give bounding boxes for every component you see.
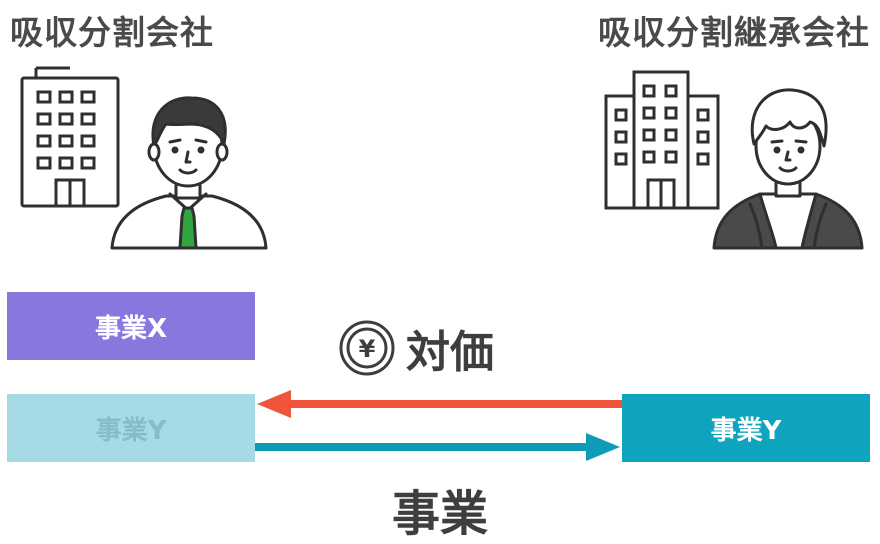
title-successor-company: 吸収分割継承会社 bbox=[598, 13, 870, 52]
yen-coin-icon: ¥ bbox=[339, 320, 395, 376]
yen-symbol: ¥ bbox=[359, 335, 376, 363]
business-x-box: 事業X bbox=[7, 292, 255, 360]
payment-arrow bbox=[257, 390, 622, 418]
payment-label: 対価 bbox=[406, 327, 494, 378]
businessman-tie-icon bbox=[110, 96, 268, 250]
business-arrow bbox=[255, 433, 620, 461]
business-y-target-box: 事業Y bbox=[622, 394, 870, 462]
payment-label-group: ¥ 対価 bbox=[338, 316, 494, 380]
title-splitting-company: 吸収分割会社 bbox=[10, 13, 214, 52]
office-building-icon bbox=[20, 66, 120, 208]
transfer-arrows bbox=[255, 390, 622, 461]
casual-person-icon bbox=[712, 88, 864, 250]
business-transfer-label: 事業 bbox=[391, 486, 488, 542]
business-y-source-box: 事業Y bbox=[7, 394, 255, 462]
office-building-icon bbox=[604, 70, 720, 210]
